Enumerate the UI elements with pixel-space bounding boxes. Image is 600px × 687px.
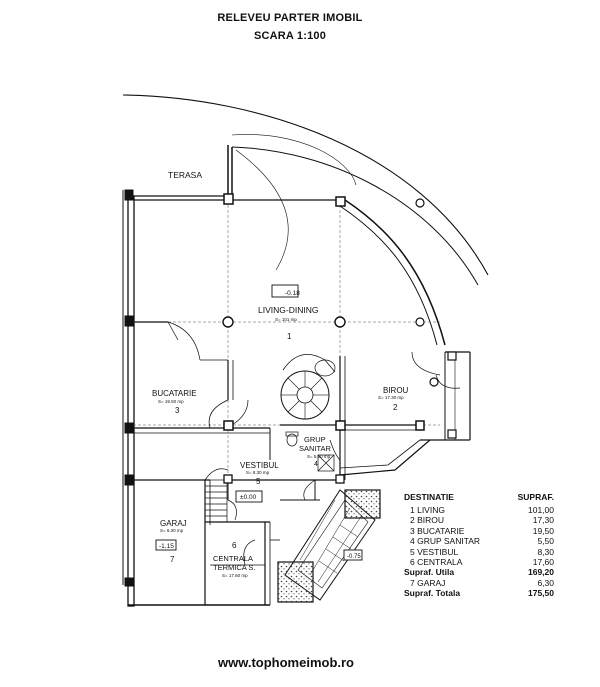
area-table-header: DESTINATIE SUPRAF.	[404, 492, 554, 502]
row-label: 4 GRUP SANITAR	[410, 536, 481, 547]
office-number: 2	[393, 403, 398, 412]
total-area-row: Supraf. Totala 175,50	[404, 588, 554, 598]
table-row: 3 BUCATARIE 19,50	[404, 526, 554, 536]
row-value: 19,50	[532, 525, 554, 536]
terrace-label: TERASA	[168, 170, 202, 180]
sanitary-fixtures	[285, 431, 335, 472]
row-label: 3 BUCATARIE	[410, 525, 465, 536]
structural-columns	[124, 189, 457, 587]
row-value: 101,00	[528, 505, 554, 515]
kitchen-label: BUCATARIE	[152, 389, 197, 398]
entrance-stair	[270, 489, 381, 603]
kitchen-number: 3	[175, 406, 180, 415]
entrance-level: -0.75	[347, 554, 361, 560]
table-row: 4 GRUP SANITAR 5,50	[404, 536, 554, 546]
table-row: 5 VESTIBUL 8,30	[404, 547, 554, 557]
website-link[interactable]: www.tophomeimob.ro	[217, 655, 354, 670]
living-label: LIVING-DINING	[258, 305, 318, 315]
row-value: 17,60	[532, 557, 554, 568]
header-destinatie: DESTINATIE	[404, 492, 454, 502]
level-boxes	[155, 284, 363, 561]
useful-area-row: Supraf. Utila 169,20	[404, 567, 554, 577]
garage-level: -1.15	[159, 543, 174, 550]
office-area: S= 17.30 mp	[378, 395, 404, 400]
garage-row-value: 6,30	[537, 577, 554, 588]
living-area: S= 101 mp	[275, 317, 297, 322]
useful-area-label: Supraf. Utila	[404, 567, 455, 578]
header-supraf: SUPRAF.	[517, 492, 554, 502]
plan-scale: SCARA 1:100	[253, 30, 327, 42]
kitchen-area: S= 19.50 mp	[158, 399, 184, 404]
terrace-arcs	[122, 94, 489, 286]
row-label: 6 CENTRALA	[410, 557, 463, 568]
bath-number: 4	[314, 461, 318, 468]
living-level: -0.18	[285, 290, 300, 297]
table-row: 2 BIROU 17,30	[404, 515, 554, 525]
boiler-area: S= 17.60 mp	[222, 573, 248, 578]
row-value: 8,30	[537, 546, 554, 557]
boiler-number: 6	[232, 541, 237, 550]
garage-area: S= 6.30 mp	[160, 528, 184, 533]
room-labels: TERASA -0.18 LIVING-DINING S= 101 mp 1 B…	[152, 170, 409, 578]
row-label: 2 BIROU	[410, 515, 445, 526]
bath-label-1: GRUP	[304, 435, 326, 444]
useful-area-value: 169,20	[528, 567, 554, 578]
door-swings	[167, 321, 461, 566]
vestibule-area: S= 8.30 mp	[246, 470, 270, 475]
living-number: 1	[287, 332, 292, 341]
interior-walls	[128, 321, 420, 606]
area-table: DESTINATIE SUPRAF. 1 LIVING 101,00 2 BIRO…	[404, 492, 554, 599]
vestibule-number: 5	[256, 477, 261, 486]
row-label: 5 VESTIBUL	[410, 546, 459, 557]
garage-label: GARAJ	[160, 519, 187, 528]
vestibule-label: VESTIBUL	[240, 461, 279, 470]
bath-area: S= 5.50 mp	[307, 454, 331, 459]
garage-row-label: 7 GARAJ	[410, 577, 446, 588]
total-area-value: 175,50	[528, 588, 554, 599]
boiler-label-1: CENTRALA	[213, 554, 253, 563]
row-value: 17,30	[532, 515, 554, 526]
bath-label-2: SANITAR	[299, 444, 332, 453]
outer-walls	[122, 145, 471, 607]
total-area-label: Supraf. Totala	[404, 588, 461, 599]
row-value: 5,50	[537, 536, 554, 547]
spiral-staircase	[280, 353, 336, 420]
table-row: 6 CENTRALA 17,60	[404, 557, 554, 567]
plan-title: RELEVEU PARTER IMOBIL	[217, 12, 363, 24]
garage-stairs	[204, 479, 228, 523]
row-label: 1 LIVING	[410, 505, 445, 515]
website-footer: www.tophomeimob.ro	[0, 655, 600, 670]
table-row: 1 LIVING 101,00	[404, 505, 554, 515]
boiler-label-2: TERMICA S.	[213, 563, 256, 572]
vestibule-level: ±0.00	[240, 494, 257, 501]
garage-row: 7 GARAJ 6,30	[404, 578, 554, 588]
garage-number: 7	[170, 555, 175, 564]
office-label: BIROU	[383, 386, 409, 395]
